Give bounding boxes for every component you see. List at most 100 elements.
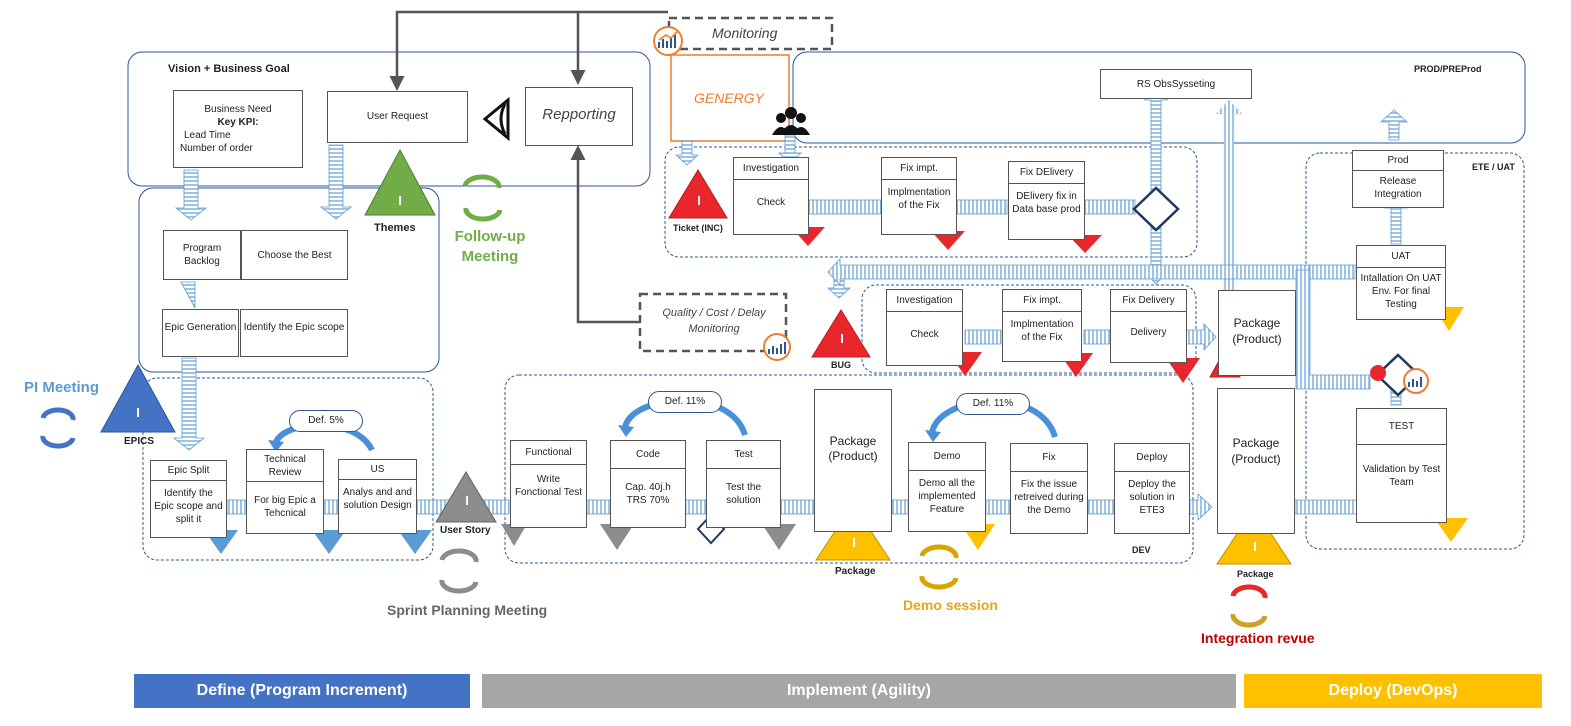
prod-preprod-label: PROD/PREProd bbox=[1414, 64, 1482, 74]
bug-triangle-letter: I bbox=[840, 331, 844, 346]
ticket-triangle bbox=[668, 169, 728, 219]
bug-fix-box: Fix impt. Implmentation of the Fix bbox=[1002, 289, 1082, 362]
choose-best-box: Choose the Best bbox=[241, 230, 348, 280]
backlog-container bbox=[138, 187, 440, 373]
uat-header: UAT bbox=[1357, 246, 1445, 268]
us-header: US bbox=[339, 460, 416, 480]
monitor-line-top bbox=[389, 10, 668, 91]
bug-delivery-box: Fix Delivery Delivery bbox=[1110, 289, 1187, 363]
user-request-box: User Request bbox=[327, 91, 468, 143]
user-story-label: User Story bbox=[440, 525, 491, 536]
followup-line1: Follow-up bbox=[454, 228, 526, 245]
code-body: Cap. 40j.h TRS 70% bbox=[625, 482, 671, 506]
us-box: US Analys and and solution Design bbox=[338, 459, 417, 534]
user-story-triangle-letter: I bbox=[465, 493, 469, 508]
epic-split-header: Epic Split bbox=[151, 461, 226, 481]
implement-bar: Implement (Agility) bbox=[482, 674, 1236, 708]
incident-delivery-body: DElivery fix in Data base prod bbox=[1012, 191, 1081, 215]
eye-icon bbox=[482, 96, 510, 142]
test-header: Test bbox=[707, 441, 780, 469]
functional-body: Write Fonctional Test bbox=[514, 474, 583, 498]
bug-package-box: Package (Product) bbox=[1218, 290, 1296, 376]
vision-title: Vision + Business Goal bbox=[168, 63, 290, 75]
ticket-label: Ticket (INC) bbox=[673, 223, 723, 233]
uat-box: UAT Intallation On UAT Env. For final Te… bbox=[1356, 245, 1446, 320]
business-need-label: Business Need bbox=[204, 104, 272, 115]
diamonds bbox=[696, 186, 1421, 545]
key-kpi-label: Key KPI: bbox=[217, 117, 259, 128]
followup-meeting-label: Follow-up Meeting bbox=[440, 227, 540, 267]
bug-container bbox=[861, 284, 1197, 374]
ticket-triangle-letter: I bbox=[697, 193, 701, 208]
triangles bbox=[100, 148, 1292, 565]
epic-split-body: Identify the Epic scope and split it bbox=[154, 488, 223, 525]
program-backlog-box: Program Backlog bbox=[163, 230, 241, 280]
test-box: Test Test the solution bbox=[706, 440, 781, 528]
deploy-body: Deploy the solution in ETE3 bbox=[1128, 479, 1176, 516]
test-body: Test the solution bbox=[725, 482, 762, 506]
tech-review-body: For big Epic a Tehcnical bbox=[254, 495, 316, 519]
test-team-body: Validation by Test Team bbox=[1362, 464, 1441, 488]
package-triangle-dev bbox=[815, 503, 891, 561]
monitoring-chart-icons bbox=[653, 26, 1429, 394]
bug-delivery-header: Fix Delivery bbox=[1111, 290, 1186, 312]
bug-investigation-box: Investigation Check bbox=[886, 289, 963, 366]
monitoring-box bbox=[667, 16, 834, 51]
deploy-bar: Deploy (DevOps) bbox=[1244, 674, 1542, 708]
kpi-number-order: Number of order bbox=[180, 143, 253, 154]
deploy-box: Deploy Deploy the solution in ETE3 bbox=[1114, 443, 1190, 534]
monitoring-label: Monitoring bbox=[712, 25, 778, 41]
define-container bbox=[142, 377, 434, 561]
genergy-box bbox=[670, 54, 790, 142]
followup-line2: Meeting bbox=[461, 248, 519, 265]
demo-box: Demo Demo all the implemented Feature bbox=[908, 442, 986, 532]
quality-monitoring-label: Quality / Cost / Delay Monitoring bbox=[662, 307, 766, 335]
demo-header: Demo bbox=[909, 443, 985, 471]
epic-scope-box: Identify the Epic scope bbox=[240, 309, 348, 357]
us-body: Analys and and solution Design bbox=[343, 487, 412, 511]
sprint-planning-label: Sprint Planning Meeting bbox=[387, 602, 548, 618]
demo-session-label: Demo session bbox=[903, 597, 998, 613]
deploy-package-label: Package bbox=[1237, 569, 1274, 579]
bug-fix-body: Implmentation of the Fix bbox=[1010, 319, 1074, 343]
business-need-box: Business Need Key KPI: Lead Time Number … bbox=[173, 90, 303, 168]
package-dev-label: Package bbox=[835, 566, 876, 577]
pi-meeting-label: PI Meeting bbox=[24, 379, 100, 396]
incident-investigation-body: Check bbox=[756, 197, 786, 208]
tech-review-header: Technical Review bbox=[247, 450, 323, 482]
test-team-header: TEST bbox=[1357, 409, 1446, 445]
bug-triangle bbox=[811, 309, 871, 358]
demo-body: Demo all the implemented Feature bbox=[918, 478, 976, 515]
incident-fix-body: Implmentation of the Fix bbox=[887, 187, 951, 211]
def11-badge-a: Def. 11% bbox=[648, 391, 722, 413]
ete-uat-label: ETE / UAT bbox=[1472, 162, 1515, 172]
themes-label: Themes bbox=[374, 222, 416, 234]
dev-label: DEV bbox=[1132, 545, 1151, 555]
def5-badge: Def. 5% bbox=[289, 410, 363, 432]
uat-body: Intallation On UAT Env. For final Testin… bbox=[1360, 273, 1442, 310]
epic-generation-box: Epic Generation bbox=[162, 309, 239, 357]
epics-triangle-letter: I bbox=[136, 405, 140, 420]
people-icon bbox=[772, 107, 810, 135]
incident-delivery-header: Fix DElivery bbox=[1009, 162, 1084, 184]
fix-header: Fix bbox=[1011, 444, 1087, 472]
test-team-box: TEST Validation by Test Team bbox=[1356, 408, 1447, 523]
incident-investigation-box: Investigation Check bbox=[733, 157, 809, 235]
bug-label: BUG bbox=[831, 360, 851, 370]
bug-investigation-header: Investigation bbox=[887, 290, 962, 312]
fix-body: Fix the issue retreived during the Demo bbox=[1014, 479, 1084, 516]
rs-obs-box: RS ObsSysseting bbox=[1100, 69, 1252, 99]
meeting-cycle-icons bbox=[40, 174, 1268, 628]
incident-investigation-header: Investigation bbox=[734, 158, 808, 180]
incident-fix-header: Fix impt. bbox=[882, 158, 956, 180]
kpi-lead-time: Lead Time bbox=[184, 130, 231, 141]
bug-investigation-body: Check bbox=[910, 329, 939, 340]
code-header: Code bbox=[611, 441, 685, 469]
quality-line bbox=[570, 145, 640, 324]
incident-delivery-box: Fix DElivery DElivery fix in Data base p… bbox=[1008, 161, 1085, 240]
integration-revue-label: Integration revue bbox=[1201, 630, 1315, 646]
prod-header: Prod bbox=[1353, 151, 1443, 171]
deploy-header: Deploy bbox=[1115, 444, 1189, 472]
package-triangle-deploy bbox=[1216, 507, 1292, 565]
